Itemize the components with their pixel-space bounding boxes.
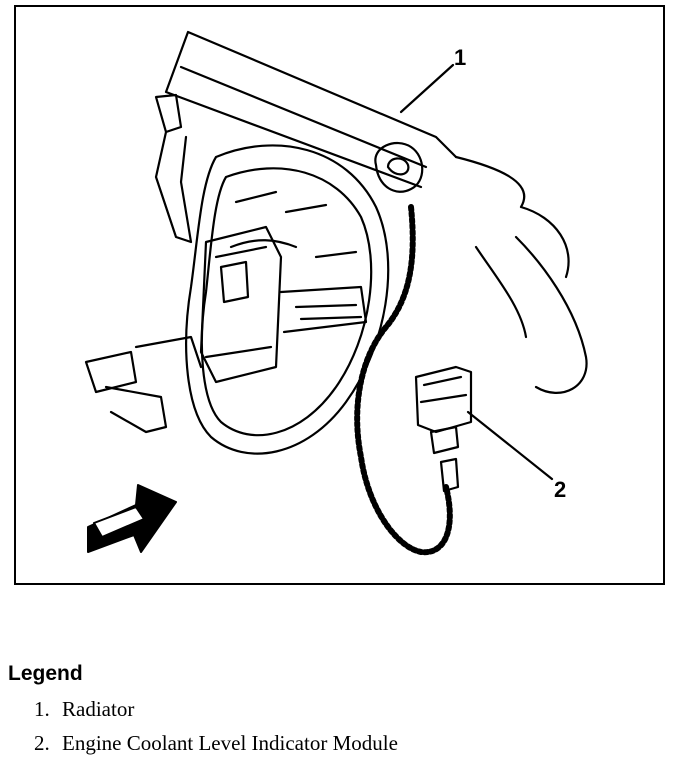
direction-arrow-face (93, 506, 145, 538)
legend-item-number: 1. (34, 697, 50, 721)
legend-item-number: 2. (34, 731, 50, 755)
legend: Legend 1. Radiator 2. Engine Coolant Level… (8, 662, 678, 760)
engine-bay-illustration: 1 2 (84, 30, 588, 556)
legend-item-text: Radiator (62, 697, 135, 721)
legend-title: Legend (8, 662, 83, 685)
legend-item-text: Engine Coolant Level Indicator Module (62, 731, 398, 755)
callout-2-label: 2 (554, 477, 566, 502)
lower-bracket (84, 335, 203, 434)
callout-1-leader (399, 63, 455, 114)
radiator-hose-neck (374, 141, 424, 193)
left-bracket (154, 93, 193, 244)
diagram-frame: 1 2 (14, 5, 665, 585)
module-connector (429, 425, 460, 493)
legend-item-coolant-module: 2. Engine Coolant Level Indicator Module (34, 726, 678, 760)
fan-shroud (185, 144, 390, 455)
wiring-harness (279, 285, 368, 334)
fan-blades (229, 190, 358, 259)
coolant-module (414, 365, 473, 434)
legend-item-radiator: 1. Radiator (34, 692, 678, 726)
callout-2-leader (466, 410, 554, 481)
wire-loom (354, 204, 453, 556)
radiator-upper-tank (164, 30, 458, 189)
relay-box (199, 225, 283, 384)
engine-block-outline (454, 155, 588, 394)
callout-1-label: 1 (454, 45, 466, 70)
fan-shroud-inner (200, 167, 373, 437)
legend-list: 1. Radiator 2. Engine Coolant Level Indica… (8, 692, 678, 760)
